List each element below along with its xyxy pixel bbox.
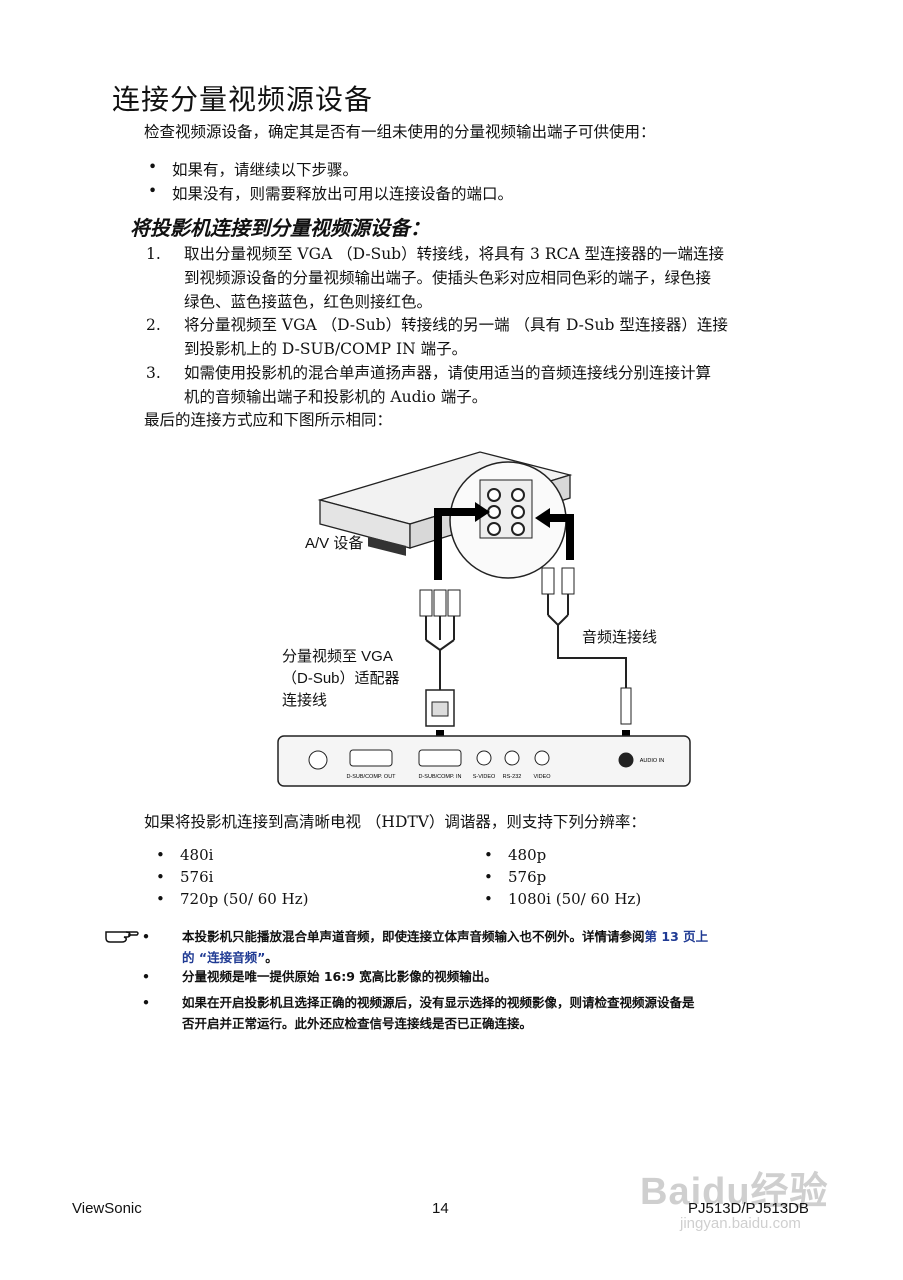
section-subtitle: 将投影机连接到分量视频源设备： bbox=[130, 216, 430, 240]
connect-audio-link[interactable]: 的 “连接音频” bbox=[182, 950, 266, 965]
audio-rca-plugs bbox=[541, 567, 632, 725]
footer-model: PJ513D/PJ513DB bbox=[688, 1200, 809, 1217]
summary-text: 最后的连接方式应和下图所示相同： bbox=[144, 411, 393, 429]
arrow-icon bbox=[535, 508, 574, 560]
footer-brand: ViewSonic bbox=[72, 1200, 142, 1217]
port-label: S-VIDEO bbox=[473, 774, 496, 780]
note-item-2: • 分量视频是唯一提供原始 16:9 宽高比影像的视频输出。 bbox=[142, 969, 497, 984]
page-number: 14 bbox=[432, 1200, 449, 1217]
av-device-label: A/V 设备 bbox=[305, 535, 364, 552]
port-label: D-SUB/COMP. OUT bbox=[346, 774, 396, 780]
note-item-3: • 如果在开启投影机且选择正确的视频源后，没有显示选择的视频影像，则请检查视频源… bbox=[142, 995, 695, 1031]
port-label: D-SUB/COMP. IN bbox=[419, 774, 462, 780]
projector-rear-panel bbox=[277, 735, 691, 787]
rca-plugs-component bbox=[419, 589, 461, 690]
page-title: 连接分量视频源设备 bbox=[112, 83, 374, 116]
list-item: •576p bbox=[484, 868, 547, 886]
step-2: 2. 将分量视频至 VGA （D-Sub）转接线的另一端 （具有 D-Sub 型… bbox=[146, 316, 728, 358]
list-item: •480i bbox=[156, 846, 214, 864]
arrow-icon bbox=[434, 502, 490, 580]
hdtv-text: 如果将投影机连接到高清晰电视 （HDTV）调谐器，则支持下列分辨率： bbox=[144, 813, 646, 831]
step-3: 3. 如需使用投影机的混合单声道扬声器，请使用适当的音频连接线分别连接计算 机的… bbox=[146, 364, 712, 406]
audio-cable-label: 音频连接线 bbox=[582, 629, 658, 646]
adapter-cable-label: 分量视频至 VGA （D-Sub）适配器 连接线 bbox=[282, 648, 400, 709]
bullet-marker: • bbox=[148, 182, 158, 200]
list-item: •576i bbox=[156, 868, 214, 886]
port-magnifier bbox=[449, 461, 567, 579]
port-label: AUDIO IN bbox=[640, 758, 664, 764]
list-item: • 如果没有，则需要释放出可用以连接设备的端口。 bbox=[148, 182, 514, 203]
port-label: VIDEO bbox=[533, 774, 551, 780]
intro-text: 检查视频源设备，确定其是否有一组未使用的分量视频输出端子可供使用： bbox=[144, 123, 656, 141]
bullet-marker: • bbox=[148, 158, 158, 176]
list-item: •1080i (50/ 60 Hz) bbox=[484, 890, 642, 908]
note-item-1: • 本投影机只能播放混合单声道音频，即使连接立体声音频输入也不例外。详情请参阅第… bbox=[142, 929, 709, 965]
list-item: • 如果有，请继续以下步骤。 bbox=[148, 158, 359, 179]
step-1: 1. 取出分量视频至 VGA （D-Sub）转接线，将具有 3 RCA 型连接器… bbox=[146, 245, 724, 311]
list-item: •480p bbox=[484, 846, 547, 864]
pointing-hand-icon bbox=[105, 931, 139, 943]
vga-plug-illustration bbox=[425, 689, 455, 727]
baidu-watermark: Baidu经验 jingyan.baidu.com bbox=[640, 1171, 829, 1232]
port-label: RS-232 bbox=[503, 774, 522, 780]
connection-diagram: D-SUB/COMP. OUT D-SUB/COMP. IN S-VIDEO R… bbox=[277, 451, 691, 787]
list-item: •720p (50/ 60 Hz) bbox=[156, 890, 309, 908]
page-13-link[interactable]: 第 13 页上 bbox=[644, 929, 709, 944]
